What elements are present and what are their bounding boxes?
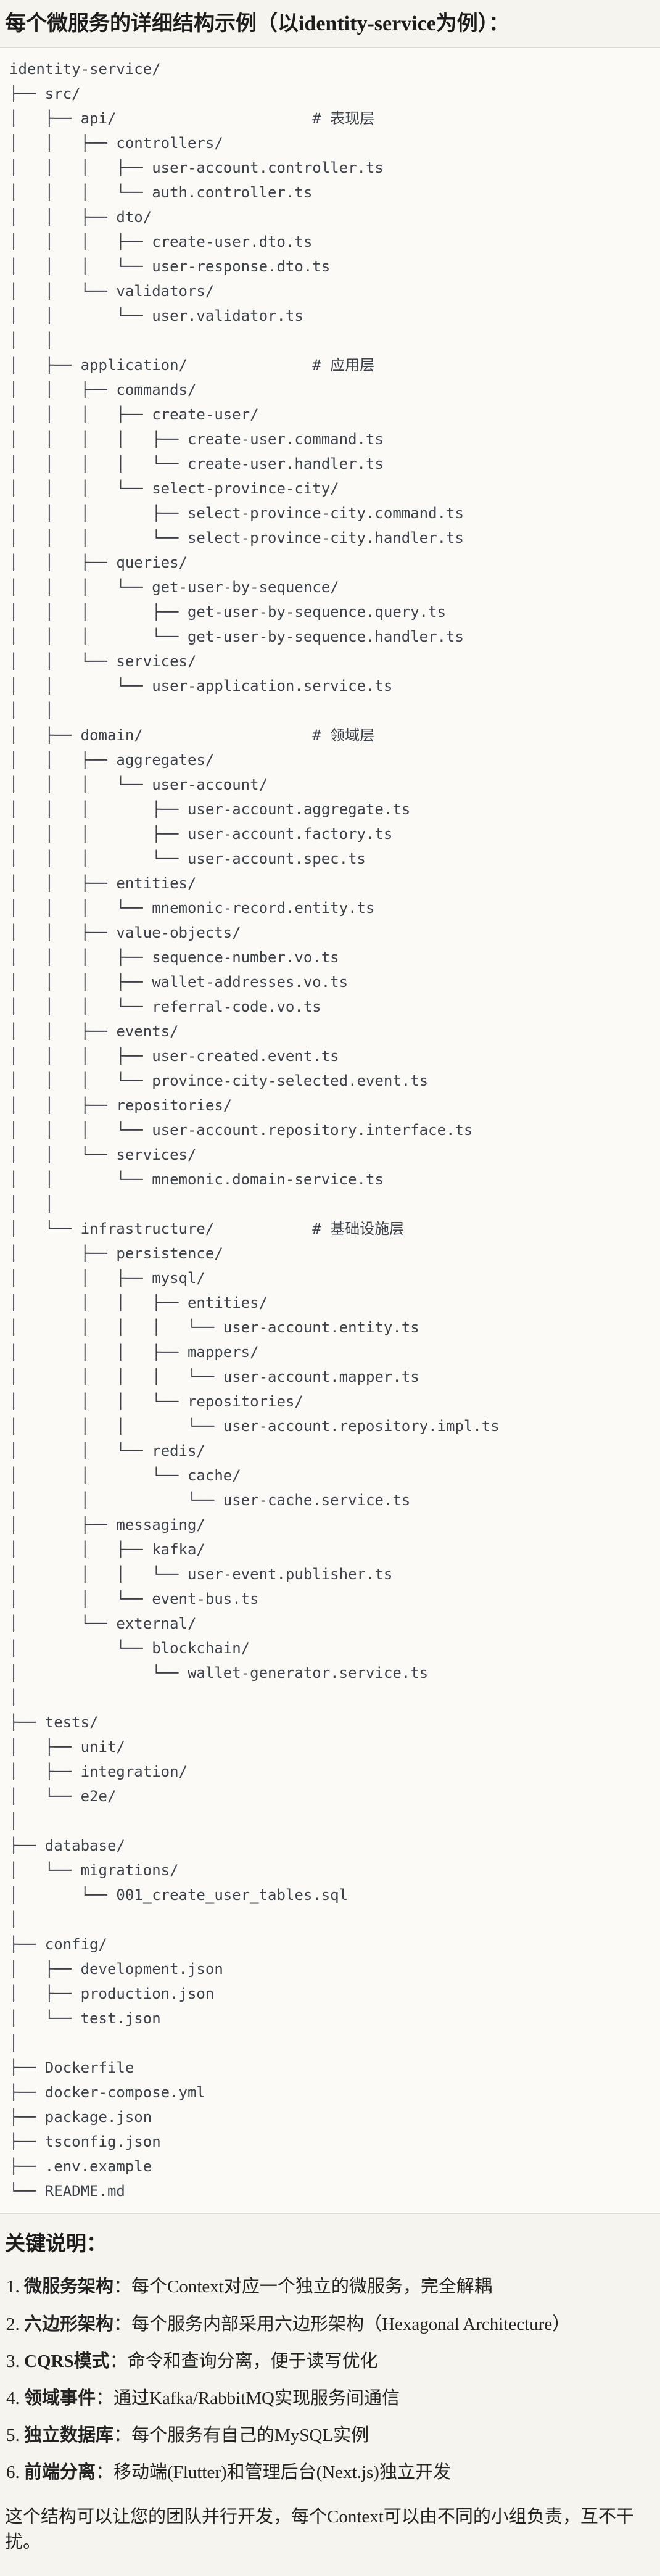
item-number: 6. [6,2462,24,2483]
key-notes-list: 1. 微服务架构：每个Context对应一个独立的微服务，完全解耦 2. 六边形… [5,2275,655,2485]
item-text: 命令和查询分离，便于读写优化 [127,2351,378,2371]
closing-paragraph: 这个结构可以让您的团队并行开发，每个Context可以由不同的小组负责，互不干扰… [5,2507,634,2552]
item-number: 3. [6,2351,24,2371]
item-label: 微服务架构 [24,2277,114,2297]
list-item: 4. 领域事件：通过Kafka/RabbitMQ实现服务间通信 [6,2387,655,2411]
item-text: 每个服务内部采用六边形架构（Hexagonal Architecture） [131,2314,571,2334]
page-title: 每个微服务的详细结构示例（以identity-service为例）： [5,12,509,35]
item-text: 每个服务有自己的MySQL实例 [131,2425,369,2446]
item-number: 4. [6,2388,24,2408]
item-number: 1. [6,2277,24,2297]
item-label: CQRS模式 [24,2351,110,2371]
list-item: 3. CQRS模式：命令和查询分离，便于读写优化 [6,2350,655,2374]
item-colon: ： [113,2314,132,2334]
item-text: 通过Kafka/RabbitMQ实现服务间通信 [113,2388,400,2408]
key-notes-section: 关键说明： 1. 微服务架构：每个Context对应一个独立的微服务，完全解耦 … [0,2214,660,2575]
list-item: 1. 微服务架构：每个Context对应一个独立的微服务，完全解耦 [6,2275,655,2299]
item-label: 独立数据库 [24,2425,114,2446]
list-item: 6. 前端分离：移动端(Flutter)和管理后台(Next.js)独立开发 [6,2461,655,2485]
list-item: 5. 独立数据库：每个服务有自己的MySQL实例 [6,2424,655,2448]
item-colon: ： [109,2351,128,2371]
item-colon: ： [96,2388,114,2408]
item-colon: ： [113,2277,132,2297]
list-item: 2. 六边形架构：每个服务内部采用六边形架构（Hexagonal Archite… [6,2313,655,2337]
item-label: 领域事件 [24,2388,96,2408]
item-colon: ： [96,2462,114,2483]
item-label: 前端分离 [24,2462,96,2483]
item-colon: ： [113,2425,132,2446]
key-notes-heading: 关键说明： [5,2233,107,2256]
item-text: 每个Context对应一个独立的微服务，完全解耦 [131,2277,492,2297]
item-text: 移动端(Flutter)和管理后台(Next.js)独立开发 [113,2462,451,2483]
directory-tree-code-block: identity-service/ ├── src/ │ ├── api/ # … [0,47,660,2215]
item-label: 六边形架构 [24,2314,114,2334]
item-number: 2. [6,2314,24,2334]
item-number: 5. [6,2425,24,2446]
